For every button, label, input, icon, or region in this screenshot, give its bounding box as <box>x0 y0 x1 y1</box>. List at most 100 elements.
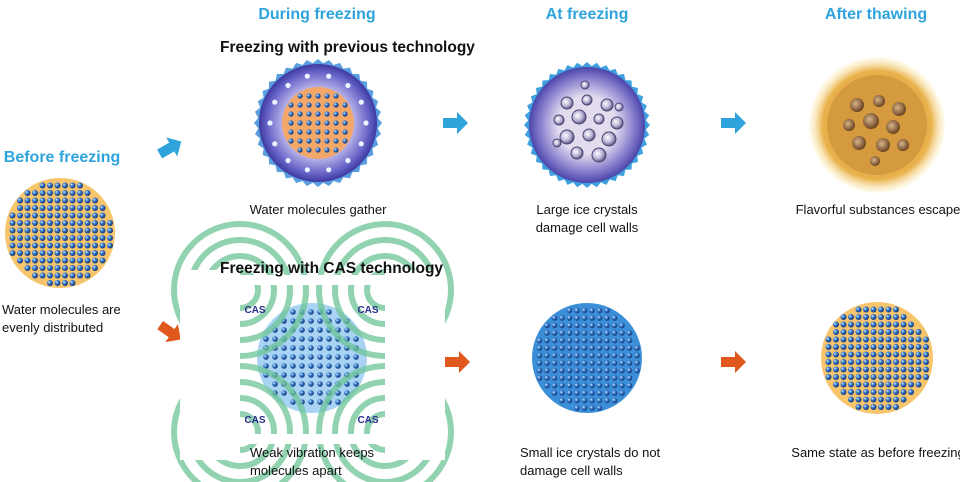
water-molecule <box>619 360 625 366</box>
water-molecule <box>900 374 907 380</box>
water-molecule <box>544 367 550 374</box>
water-molecule <box>290 336 296 342</box>
water-molecule <box>604 315 610 321</box>
ice-crystal <box>600 98 614 112</box>
water-molecule <box>17 205 23 211</box>
water-molecule <box>566 307 573 314</box>
water-molecule <box>855 381 862 388</box>
water-molecule <box>297 102 303 108</box>
water-molecule <box>878 321 884 328</box>
water-molecule <box>308 354 314 360</box>
water-molecule <box>32 272 38 279</box>
water-molecule <box>272 381 278 387</box>
cas-label: CAS <box>357 305 378 316</box>
water-molecule <box>885 321 892 328</box>
water-molecule <box>315 129 321 135</box>
water-molecule <box>855 344 862 350</box>
water-molecule <box>900 344 907 350</box>
water-molecule <box>626 330 633 336</box>
water-molecule <box>39 212 46 219</box>
water-molecule <box>908 344 914 350</box>
water-molecule <box>581 405 588 411</box>
water-molecule <box>24 227 31 234</box>
water-molecule <box>353 354 359 360</box>
water-molecule <box>32 242 38 249</box>
water-molecule <box>306 120 312 126</box>
water-molecule <box>915 336 922 343</box>
water-molecule <box>69 197 76 204</box>
water-molecule <box>574 315 580 321</box>
caption-line: Water molecules are <box>2 302 121 317</box>
water-molecule <box>878 306 884 313</box>
water-molecule <box>551 315 558 321</box>
water-molecule <box>317 327 323 333</box>
water-molecule <box>32 227 38 234</box>
water-molecule <box>634 367 640 374</box>
water-molecule <box>581 360 588 366</box>
water-molecule <box>315 147 321 153</box>
water-molecule <box>84 235 91 241</box>
ice-crystal <box>610 116 624 130</box>
water-molecule <box>581 382 588 389</box>
water-molecule <box>559 382 565 389</box>
water-molecule <box>290 309 296 315</box>
water-molecule <box>342 138 348 144</box>
water-molecule <box>596 375 603 381</box>
water-molecule <box>559 360 565 366</box>
water-molecule <box>272 99 278 105</box>
water-molecule <box>878 359 884 365</box>
water-molecule <box>315 111 321 117</box>
water-molecule <box>863 344 869 350</box>
water-molecule <box>326 372 332 378</box>
water-molecule <box>39 197 46 204</box>
water-molecule <box>92 212 98 219</box>
water-molecule <box>326 345 332 351</box>
water-molecule <box>619 367 625 374</box>
water-molecule <box>855 404 862 410</box>
water-molecule <box>619 382 625 389</box>
water-molecule <box>574 337 580 344</box>
water-molecule <box>92 250 98 256</box>
water-molecule <box>833 366 839 373</box>
caption-line: damage cell walls <box>535 220 639 235</box>
water-molecule <box>885 404 892 410</box>
water-molecule <box>297 93 303 99</box>
water-molecule <box>39 250 46 256</box>
water-molecule <box>840 359 847 365</box>
water-molecule <box>604 390 610 396</box>
water-molecule <box>308 345 314 351</box>
water-molecule <box>611 360 618 366</box>
water-molecule <box>536 345 543 351</box>
water-molecule <box>54 205 61 211</box>
water-molecule <box>24 220 31 226</box>
water-molecule <box>626 375 633 381</box>
water-molecule <box>908 381 914 388</box>
water-molecule <box>848 329 854 335</box>
water-molecule <box>299 327 305 333</box>
water-molecule <box>923 374 929 380</box>
water-molecule <box>581 315 588 321</box>
water-molecule <box>308 336 314 342</box>
caption-line: molecules apart <box>250 463 342 478</box>
water-molecule <box>315 102 321 108</box>
arrow-shape <box>157 137 182 159</box>
ice-crystal <box>580 80 590 90</box>
water-molecule <box>634 352 640 359</box>
water-molecule <box>32 235 38 241</box>
water-molecule <box>915 329 922 335</box>
water-molecule <box>626 367 633 374</box>
cell-cas-thawed <box>821 302 933 414</box>
water-molecule <box>833 344 839 350</box>
water-molecule <box>326 336 332 342</box>
ice-crystal <box>559 129 575 145</box>
water-molecule <box>77 212 83 219</box>
water-molecule <box>335 372 341 378</box>
water-molecule <box>9 212 16 219</box>
water-molecule <box>908 329 914 335</box>
water-molecule <box>878 329 884 335</box>
water-molecule <box>17 250 23 256</box>
water-molecule <box>39 242 46 249</box>
water-molecule <box>335 345 341 351</box>
arrow-shape <box>721 112 746 134</box>
